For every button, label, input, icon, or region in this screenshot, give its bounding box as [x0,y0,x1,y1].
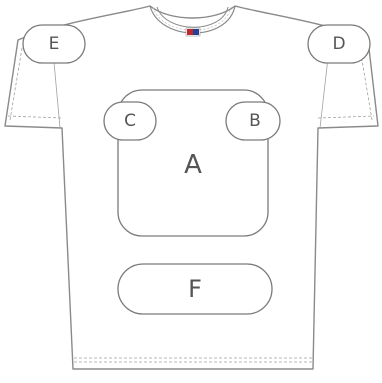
zone-b-label: B [249,111,261,131]
zone-b[interactable]: B [226,102,280,140]
zone-a-label: A [184,150,202,180]
zone-c[interactable]: C [104,102,156,140]
zone-e-label: E [49,34,60,54]
zone-e[interactable]: E [23,25,85,63]
neck-tag [186,28,200,36]
zone-f-label: F [188,275,202,303]
zone-d[interactable]: D [308,25,370,63]
zone-c-label: C [124,111,136,131]
zone-d-label: D [332,34,345,54]
